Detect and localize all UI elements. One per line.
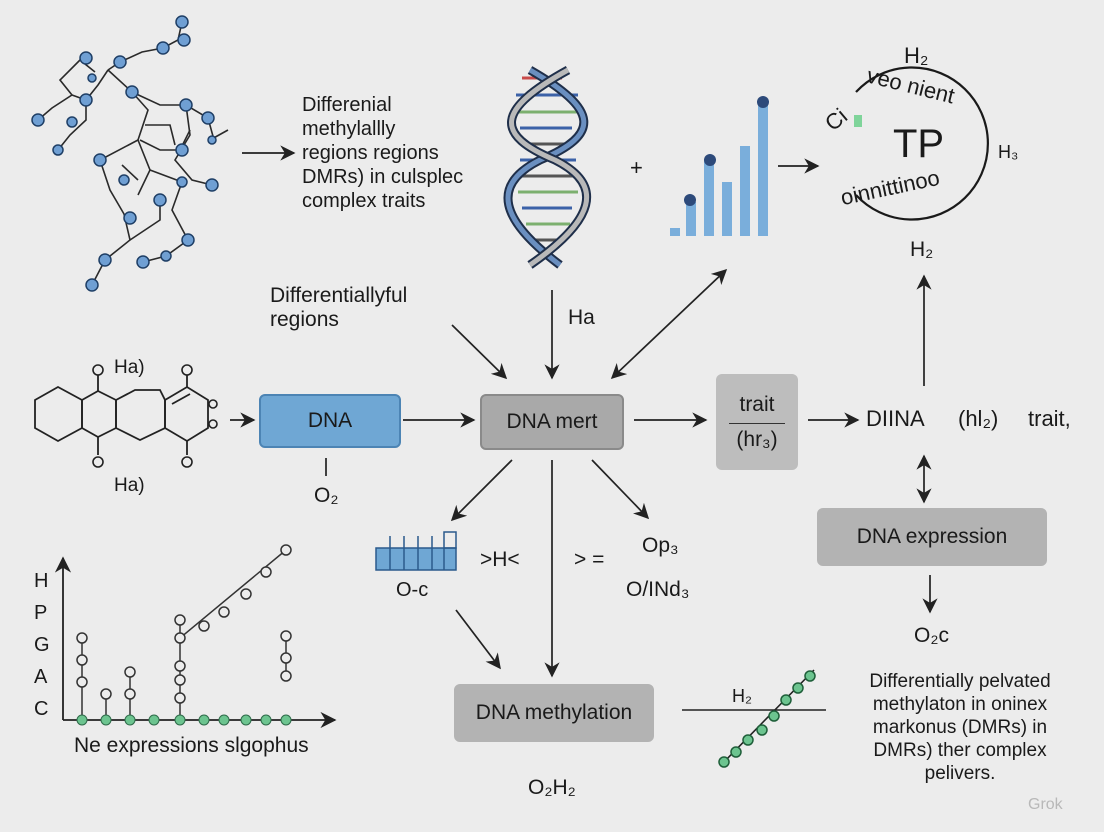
dna-methylation-label: DNA methylation [475,701,633,724]
top-description-line-1: Differenial [302,94,392,116]
tp-circle [854,66,989,221]
tp-center-label: TP [893,122,945,166]
dna-mert-label: DNA mert [506,410,598,433]
trait-box[interactable]: trait (hr₃) [716,374,798,470]
bottom-right-line-2: methylaton in oninex [872,694,1048,715]
symbol-op3: Op₃ [642,534,679,557]
green-strand [682,669,826,768]
plus-sign: + [630,155,643,180]
bar-chart-icon [670,96,769,236]
tp-label-top: H₂ [904,43,929,68]
top-description-line-5: complex traits [302,190,426,212]
graph-y-letter-2: P [34,602,48,624]
trait-box-bottom: (hr₃) [736,427,778,451]
graph-y-letter-5: C [34,698,49,720]
trait-box-top: trait [739,392,775,416]
dna-box-below-label: O₂ [314,484,339,507]
bottom-right-line-4: DMRs) ther complex [873,740,1047,761]
top-description-line-4: DMRs) in culsplec [302,166,464,188]
dlina-trait-label: trait, [1028,406,1071,431]
ring-label-top: Ha) [114,357,145,378]
graph-y-letter-4: A [34,666,48,688]
dna-expression-box[interactable]: DNA expression [817,508,1047,566]
dna-helix [503,66,592,269]
bottom-right-line-3: markonus (DMRs) in [872,717,1048,738]
bottom-right-line-5: pelivers. [924,763,996,784]
mid-left-label-line-2: regions [270,308,339,331]
dna-box-label: DNA [307,409,353,432]
graph-y-letter-3: G [34,634,50,656]
tp-label-right: H₃ [998,142,1019,162]
symbol-ond3: O/INd₃ [626,578,690,601]
trait-box-divider [729,422,785,424]
top-description-line-3: regions regions [302,142,439,164]
strand-label: H₂ [732,686,752,706]
dna-box[interactable]: DNA [259,394,401,448]
dna-methylation-box[interactable]: DNA methylation [454,684,654,742]
ring-label-bottom: Ha) [114,475,145,496]
graph-y-letter-1: H [34,570,49,592]
mid-left-label: Differentiallyful regions [270,284,450,332]
ha-arrow-label: Ha [568,306,595,329]
dna-mert-box[interactable]: DNA mert [480,394,624,450]
connector-arrows [230,145,938,678]
bottom-right-description: Differentially pelvated methylaton in on… [840,670,1080,785]
symbol-ge: > = [574,548,605,571]
tp-label-bottom: H₂ [910,238,934,261]
dna-expression-below-label: O₂c [914,624,949,647]
ring-atoms [92,364,218,468]
small-bar-widget [375,531,457,571]
ring-structure [34,375,209,455]
top-description: Differenial methylallly regions regions … [302,93,502,213]
watermark-logo: Grok [1028,796,1063,813]
lollipop-graph [54,544,337,729]
top-description-line-2: methylallly [302,118,396,140]
graph-caption: Ne expressions slgophus [74,734,309,757]
symbol-h: >H< [480,548,520,571]
dlina-label: DIINA [866,406,925,431]
dlina-hl-label: (hl₂) [958,406,999,431]
small-bar-label: O-c [396,579,429,601]
dna-expression-label: DNA expression [856,525,1008,548]
molecule-nodes [31,15,219,292]
bottom-right-line-1: Differentially pelvated [869,671,1051,692]
molecule-network [37,21,229,286]
methylation-below-label: O₂H₂ [528,776,576,799]
mid-left-label-line-1: Differentiallyful [270,284,408,307]
